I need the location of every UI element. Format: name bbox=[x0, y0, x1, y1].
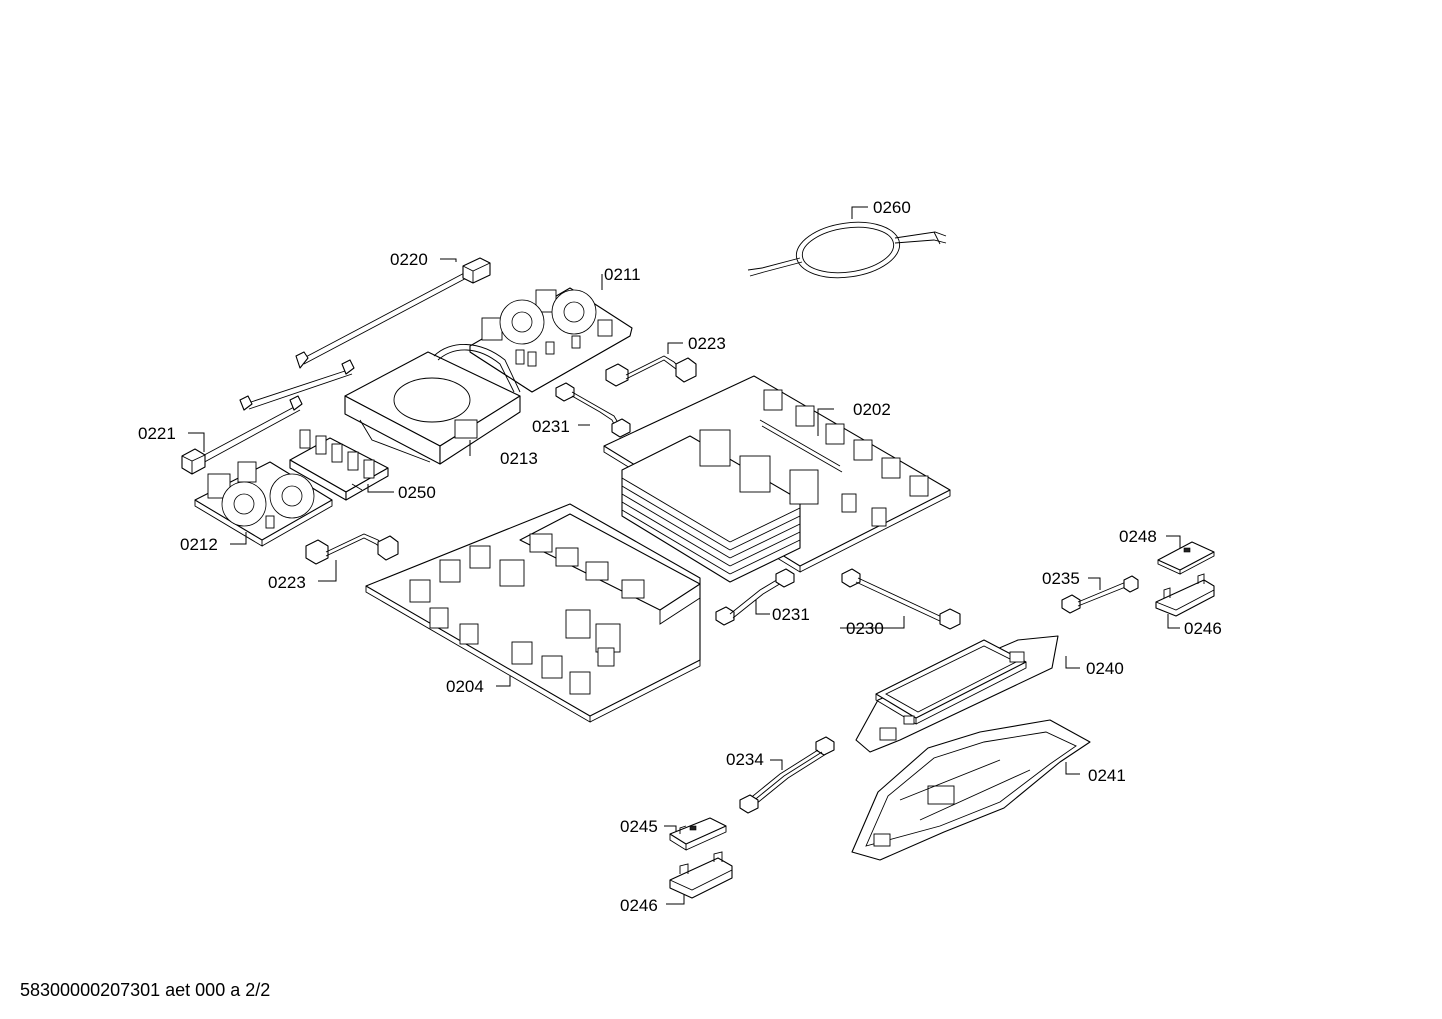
part-0223-harness-upper bbox=[605, 355, 697, 387]
label-0211: 0211 bbox=[604, 265, 641, 284]
part-0234-harness bbox=[739, 736, 835, 814]
part-0220-harness bbox=[239, 257, 491, 411]
part-0235-harness bbox=[1061, 575, 1139, 614]
part-0246-holder-upper bbox=[1155, 573, 1215, 617]
label-0246-lower: 0246 bbox=[620, 896, 658, 915]
label-0202: 0202 bbox=[853, 400, 891, 419]
label-0235: 0235 bbox=[1042, 569, 1080, 588]
part-0240-control-module bbox=[855, 635, 1059, 753]
label-0250: 0250 bbox=[398, 483, 436, 502]
label-0241: 0241 bbox=[1088, 766, 1126, 785]
part-0231-harness-lower bbox=[715, 568, 795, 626]
part-0245-small-board bbox=[669, 817, 727, 851]
part-labels: 0260 0220 0211 0223 0202 0231 0213 0221 … bbox=[138, 198, 1222, 915]
part-0248-small-board bbox=[1157, 541, 1215, 575]
part-0221-harness bbox=[181, 395, 303, 475]
part-0202-power-board bbox=[603, 375, 951, 583]
part-0246-holder-lower bbox=[669, 851, 733, 899]
label-0221: 0221 bbox=[138, 424, 176, 443]
label-0231-upper: 0231 bbox=[532, 417, 570, 436]
part-0230-harness bbox=[841, 568, 961, 630]
part-0241-carrier-frame bbox=[851, 719, 1091, 861]
label-0260: 0260 bbox=[873, 198, 911, 217]
label-0223-upper: 0223 bbox=[688, 334, 726, 353]
label-0246-upper: 0246 bbox=[1184, 619, 1222, 638]
label-0212: 0212 bbox=[180, 535, 218, 554]
part-0212-filter-board bbox=[194, 461, 333, 547]
leader-lines bbox=[188, 206, 1181, 905]
part-0260-mains-cable bbox=[747, 221, 947, 279]
label-0234: 0234 bbox=[726, 750, 764, 769]
part-0211-filter-board bbox=[469, 287, 633, 393]
label-0231-lower: 0231 bbox=[772, 605, 810, 624]
document-footer-id: 58300000207301 aet 000 a 2/2 bbox=[20, 980, 271, 1000]
label-0223-lower: 0223 bbox=[268, 573, 306, 592]
label-0213: 0213 bbox=[500, 449, 538, 468]
label-0230: 0230 bbox=[846, 619, 884, 638]
part-0231-harness-upper bbox=[555, 382, 631, 438]
label-0204: 0204 bbox=[446, 677, 484, 696]
part-0223-harness-lower bbox=[305, 533, 399, 565]
label-0240: 0240 bbox=[1086, 659, 1124, 678]
label-0245: 0245 bbox=[620, 817, 658, 836]
label-0248: 0248 bbox=[1119, 527, 1157, 546]
part-0204-power-board bbox=[365, 503, 701, 723]
part-0250-terminal-block bbox=[289, 429, 389, 501]
part-0213-fan-heatsink bbox=[344, 344, 521, 465]
label-0220: 0220 bbox=[390, 250, 428, 269]
